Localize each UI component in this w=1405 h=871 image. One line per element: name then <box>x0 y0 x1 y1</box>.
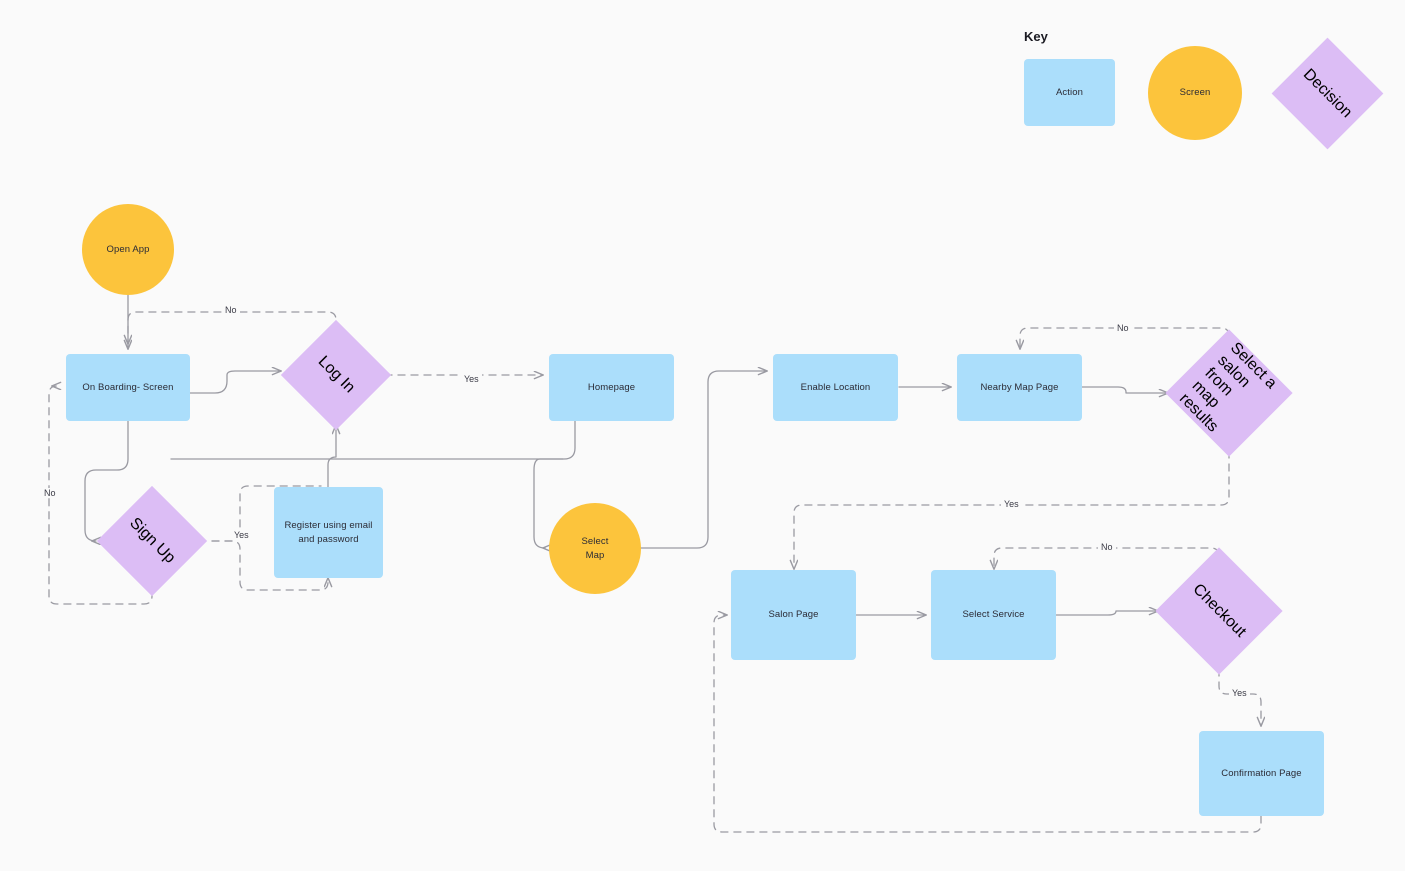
node-homepage[interactable]: Homepage <box>549 354 674 421</box>
node-label-nearby-map: Nearby Map Page <box>980 381 1059 393</box>
node-enable-location[interactable]: Enable Location <box>773 354 898 421</box>
node-signup[interactable]: Sign Up <box>96 485 208 597</box>
node-label-select-salon: Select a salon from map results <box>1175 339 1280 436</box>
node-label-checkout: Checkout <box>1189 580 1250 641</box>
node-label-confirmation: Confirmation Page <box>1221 767 1302 779</box>
key-shape-action: Action <box>1024 59 1115 126</box>
node-onboarding[interactable]: On Boarding- Screen <box>66 354 190 421</box>
node-checkout[interactable]: Checkout <box>1155 547 1283 675</box>
node-label-register: Register using email and password <box>284 519 373 545</box>
node-label-select-service: Select Service <box>962 609 1025 621</box>
node-open-app[interactable]: Open App <box>82 204 174 295</box>
edge-nearby-selectsalon <box>1081 386 1168 393</box>
edge-label-login-yes: Yes <box>461 374 482 384</box>
node-salon-page[interactable]: Salon Page <box>731 570 856 660</box>
edge-onboarding-login <box>189 371 281 394</box>
node-label-select-map: Select Map <box>581 535 609 561</box>
node-confirmation[interactable]: Confirmation Page <box>1199 731 1324 816</box>
edge-label-login-no: No <box>222 305 240 315</box>
edge-label-salon-yes: Yes <box>1001 499 1022 509</box>
key-label-action: Action <box>1055 86 1083 98</box>
node-label-enable-location: Enable Location <box>800 381 871 393</box>
key-shape-decision: Decision <box>1271 37 1384 150</box>
edge-register-login <box>327 425 336 488</box>
node-label-signup: Sign Up <box>126 514 179 567</box>
node-select-salon[interactable]: Select a salon from map results <box>1165 329 1293 457</box>
node-select-map[interactable]: Select Map <box>549 503 641 594</box>
node-label-salon-page: Salon Page <box>768 609 819 621</box>
node-login[interactable]: Log In <box>280 319 392 431</box>
edge-service-checkout <box>1055 611 1158 616</box>
node-label-login: Log In <box>314 352 359 397</box>
edge-label-signup-no: No <box>41 488 59 498</box>
edge-label-checkout-no: No <box>1098 542 1116 552</box>
edge-label-signup-yes: Yes <box>231 530 252 540</box>
node-label-homepage: Homepage <box>587 381 636 393</box>
key-shape-screen: Screen <box>1148 46 1242 140</box>
node-nearby-map[interactable]: Nearby Map Page <box>957 354 1082 421</box>
key-label-decision: Decision <box>1300 65 1356 121</box>
node-select-service[interactable]: Select Service <box>931 570 1056 660</box>
node-register[interactable]: Register using email and password <box>274 487 383 578</box>
node-label-open-app: Open App <box>106 243 150 255</box>
edge-label-salon-no: No <box>1114 323 1132 333</box>
node-label-onboarding: On Boarding- Screen <box>82 381 174 393</box>
key-label-screen: Screen <box>1179 87 1211 99</box>
key-title: Key <box>1024 29 1048 44</box>
edge-label-checkout-yes: Yes <box>1229 688 1250 698</box>
